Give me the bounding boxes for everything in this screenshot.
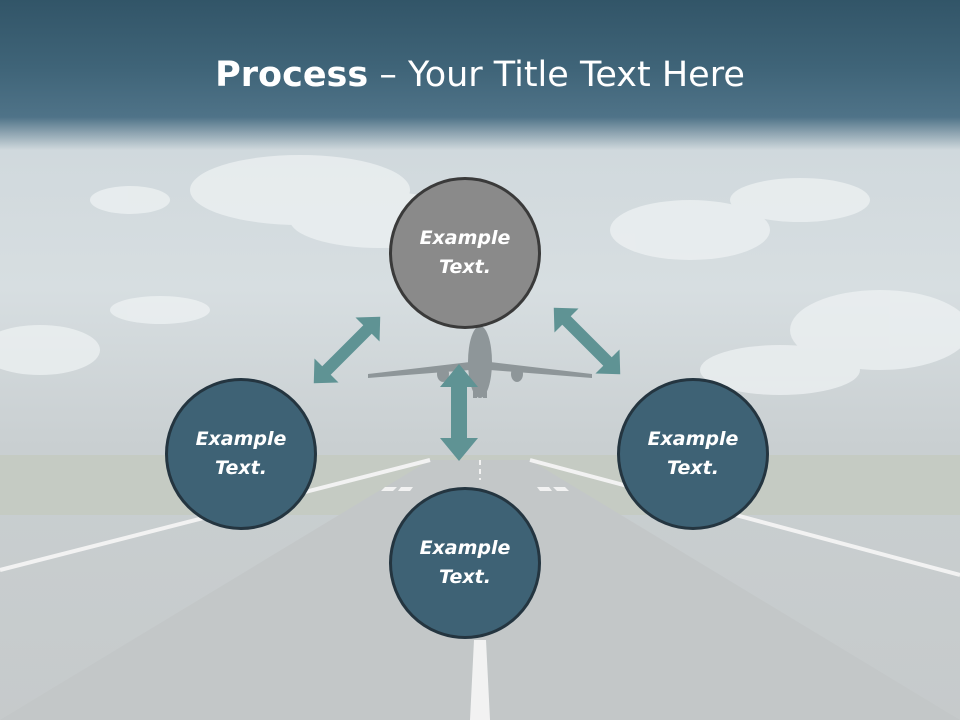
node-top-label: Example Text. bbox=[419, 227, 511, 278]
node-top: Example Text. bbox=[389, 177, 541, 329]
node-left-label: Example Text. bbox=[195, 428, 287, 479]
title-band bbox=[0, 0, 960, 150]
clouds bbox=[0, 155, 960, 395]
node-bottom: Example Text. bbox=[389, 487, 541, 639]
title-rest: – Your Title Text Here bbox=[368, 55, 745, 95]
node-left: Example Text. bbox=[165, 378, 317, 530]
runway-edge-right bbox=[529, 458, 960, 577]
arrow-vertical bbox=[440, 364, 478, 461]
node-right: Example Text. bbox=[617, 378, 769, 530]
airplane bbox=[368, 326, 592, 398]
title-bold: Process bbox=[215, 55, 369, 95]
arrow-diagonal-left bbox=[313, 316, 381, 384]
runway-centerline bbox=[470, 640, 490, 720]
runway-markings bbox=[381, 487, 569, 491]
node-right-label: Example Text. bbox=[647, 428, 739, 479]
arrow-diagonal-right bbox=[553, 307, 621, 375]
slide-title: Process – Your Title Text Here bbox=[0, 52, 960, 98]
node-bottom-label: Example Text. bbox=[419, 537, 511, 588]
